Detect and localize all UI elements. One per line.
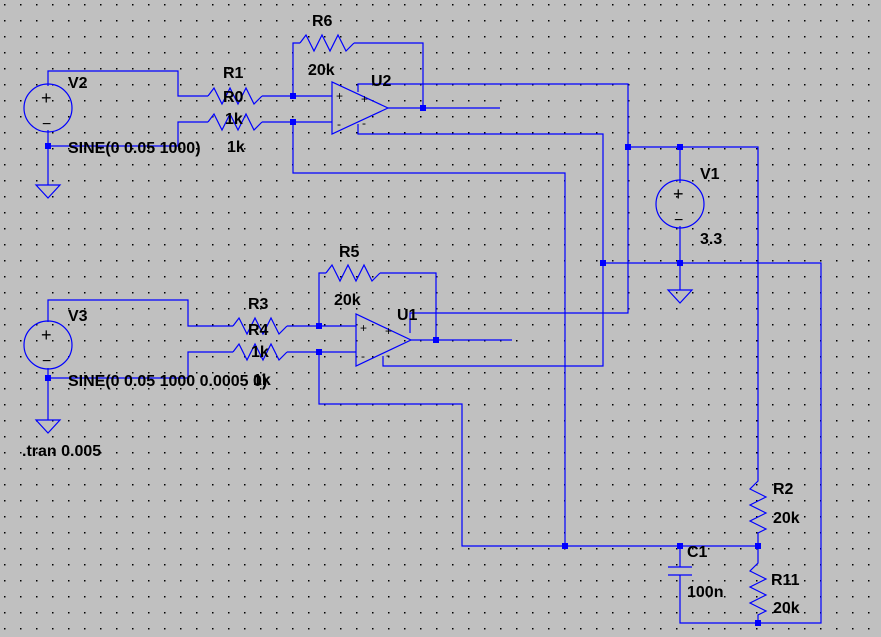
wire-r5-left[interactable]	[318, 272, 326, 326]
wire-v3-top[interactable]	[47, 299, 233, 327]
label-r2[interactable]: R2	[773, 481, 794, 498]
junction-node[interactable]	[290, 93, 296, 99]
wire-u2-vplus[interactable]	[357, 83, 629, 333]
minus-symbol: −	[42, 116, 51, 133]
label-r4-value[interactable]: 1k	[253, 372, 271, 389]
opamp-plus-symbol: +	[385, 324, 392, 338]
label-r2-value[interactable]: 20k	[773, 510, 800, 527]
label-v3[interactable]: V3	[68, 308, 88, 325]
resistor-r6[interactable]	[299, 33, 355, 53]
label-r0-value[interactable]: 1k	[227, 139, 245, 156]
wires	[47, 42, 822, 624]
junction-node[interactable]	[600, 260, 606, 266]
source-v2[interactable]: + −	[23, 83, 73, 133]
opamp-minus-symbol: -	[361, 349, 365, 363]
label-u1[interactable]: U1	[397, 307, 418, 324]
wire-v2-ref[interactable]	[48, 121, 208, 147]
label-v3-value[interactable]: SINE(0 0.05 1000 0.0005 0)	[68, 373, 267, 390]
wire-r6-right[interactable]	[354, 42, 424, 108]
spice-directive[interactable]: .tran 0.005	[22, 443, 101, 460]
wire-u2-plus-down[interactable]	[292, 122, 566, 546]
minus-symbol: −	[674, 212, 683, 229]
junction-node[interactable]	[316, 349, 322, 355]
junction-node[interactable]	[562, 543, 568, 549]
label-r0[interactable]: R0	[223, 89, 244, 106]
label-v2[interactable]: V2	[68, 75, 88, 92]
plus-symbol: +	[41, 88, 52, 108]
wire-u2-vminus[interactable]	[357, 124, 604, 367]
label-v1[interactable]: V1	[700, 166, 720, 183]
component-labels: V2 SINE(0 0.05 1000) V3 SINE(0 0.05 1000…	[22, 13, 800, 617]
opamp-u2[interactable]: + - + -	[331, 81, 390, 135]
label-r11[interactable]: R11	[771, 572, 800, 589]
label-r3[interactable]: R3	[248, 296, 269, 313]
junction-node[interactable]	[45, 375, 51, 381]
label-c1[interactable]: C1	[687, 544, 708, 561]
opamp-plus-symbol: +	[336, 89, 343, 103]
wire-c1-bottom[interactable]	[679, 575, 758, 624]
ground-symbol[interactable]	[34, 184, 62, 199]
resistor-r4[interactable]	[232, 342, 288, 362]
label-r4[interactable]: R4	[248, 322, 269, 339]
resistor-r0[interactable]	[207, 112, 263, 132]
minus-symbol: −	[42, 353, 51, 370]
ground-symbol[interactable]	[34, 419, 62, 434]
capacitor-c1[interactable]	[668, 566, 692, 576]
opamp-plus-symbol: +	[361, 92, 368, 106]
opamp-minus-symbol: -	[386, 348, 390, 362]
junction-node[interactable]	[433, 337, 439, 343]
wire-v3-ref[interactable]	[48, 351, 233, 379]
label-r1[interactable]: R1	[223, 65, 244, 82]
junction-node[interactable]	[677, 260, 683, 266]
label-c1-value[interactable]: 100n	[687, 584, 723, 601]
resistor-r5[interactable]	[325, 263, 381, 283]
wire-r5-right[interactable]	[380, 272, 437, 340]
resistor-r3[interactable]	[232, 316, 288, 336]
label-r6-value[interactable]: 20k	[308, 62, 335, 79]
wire-v1-top[interactable]	[628, 146, 759, 475]
label-r1-value[interactable]: 1k	[225, 111, 243, 128]
junction-node[interactable]	[677, 543, 683, 549]
junction-node[interactable]	[677, 144, 683, 150]
wire-v2-top[interactable]	[47, 70, 208, 97]
label-v1-value[interactable]: 3.3	[700, 231, 722, 248]
label-r6[interactable]: R6	[312, 13, 333, 30]
opamp-plus-symbol: +	[360, 321, 367, 335]
source-v3[interactable]: + −	[23, 320, 73, 370]
label-r5[interactable]: R5	[339, 244, 360, 261]
plus-symbol: +	[673, 184, 684, 204]
label-u2[interactable]: U2	[371, 73, 392, 90]
resistor-r2[interactable]	[748, 475, 768, 546]
junction-node[interactable]	[290, 119, 296, 125]
label-r11-value[interactable]: 20k	[773, 600, 800, 617]
opamp-u1[interactable]: + - + -	[355, 313, 413, 367]
junction-node[interactable]	[45, 143, 51, 149]
label-v2-value[interactable]: SINE(0 0.05 1000)	[68, 140, 201, 157]
label-r3-value[interactable]: 1k	[251, 344, 269, 361]
source-v1[interactable]: + −	[655, 179, 705, 229]
ground-symbol[interactable]	[666, 289, 694, 304]
junction-node[interactable]	[316, 323, 322, 329]
opamp-minus-symbol: -	[362, 116, 366, 130]
resistor-r1[interactable]	[207, 86, 263, 106]
plus-symbol: +	[41, 325, 52, 345]
label-r5-value[interactable]: 20k	[334, 292, 361, 309]
wire-r6-left[interactable]	[292, 42, 300, 96]
wire-u1-plus-down[interactable]	[318, 352, 680, 547]
junction-node[interactable]	[420, 105, 426, 111]
resistor-r11[interactable]	[748, 546, 768, 623]
wire-gnd-bus[interactable]	[603, 262, 822, 624]
opamp-minus-symbol: -	[337, 117, 341, 131]
junction-node[interactable]	[625, 144, 631, 150]
